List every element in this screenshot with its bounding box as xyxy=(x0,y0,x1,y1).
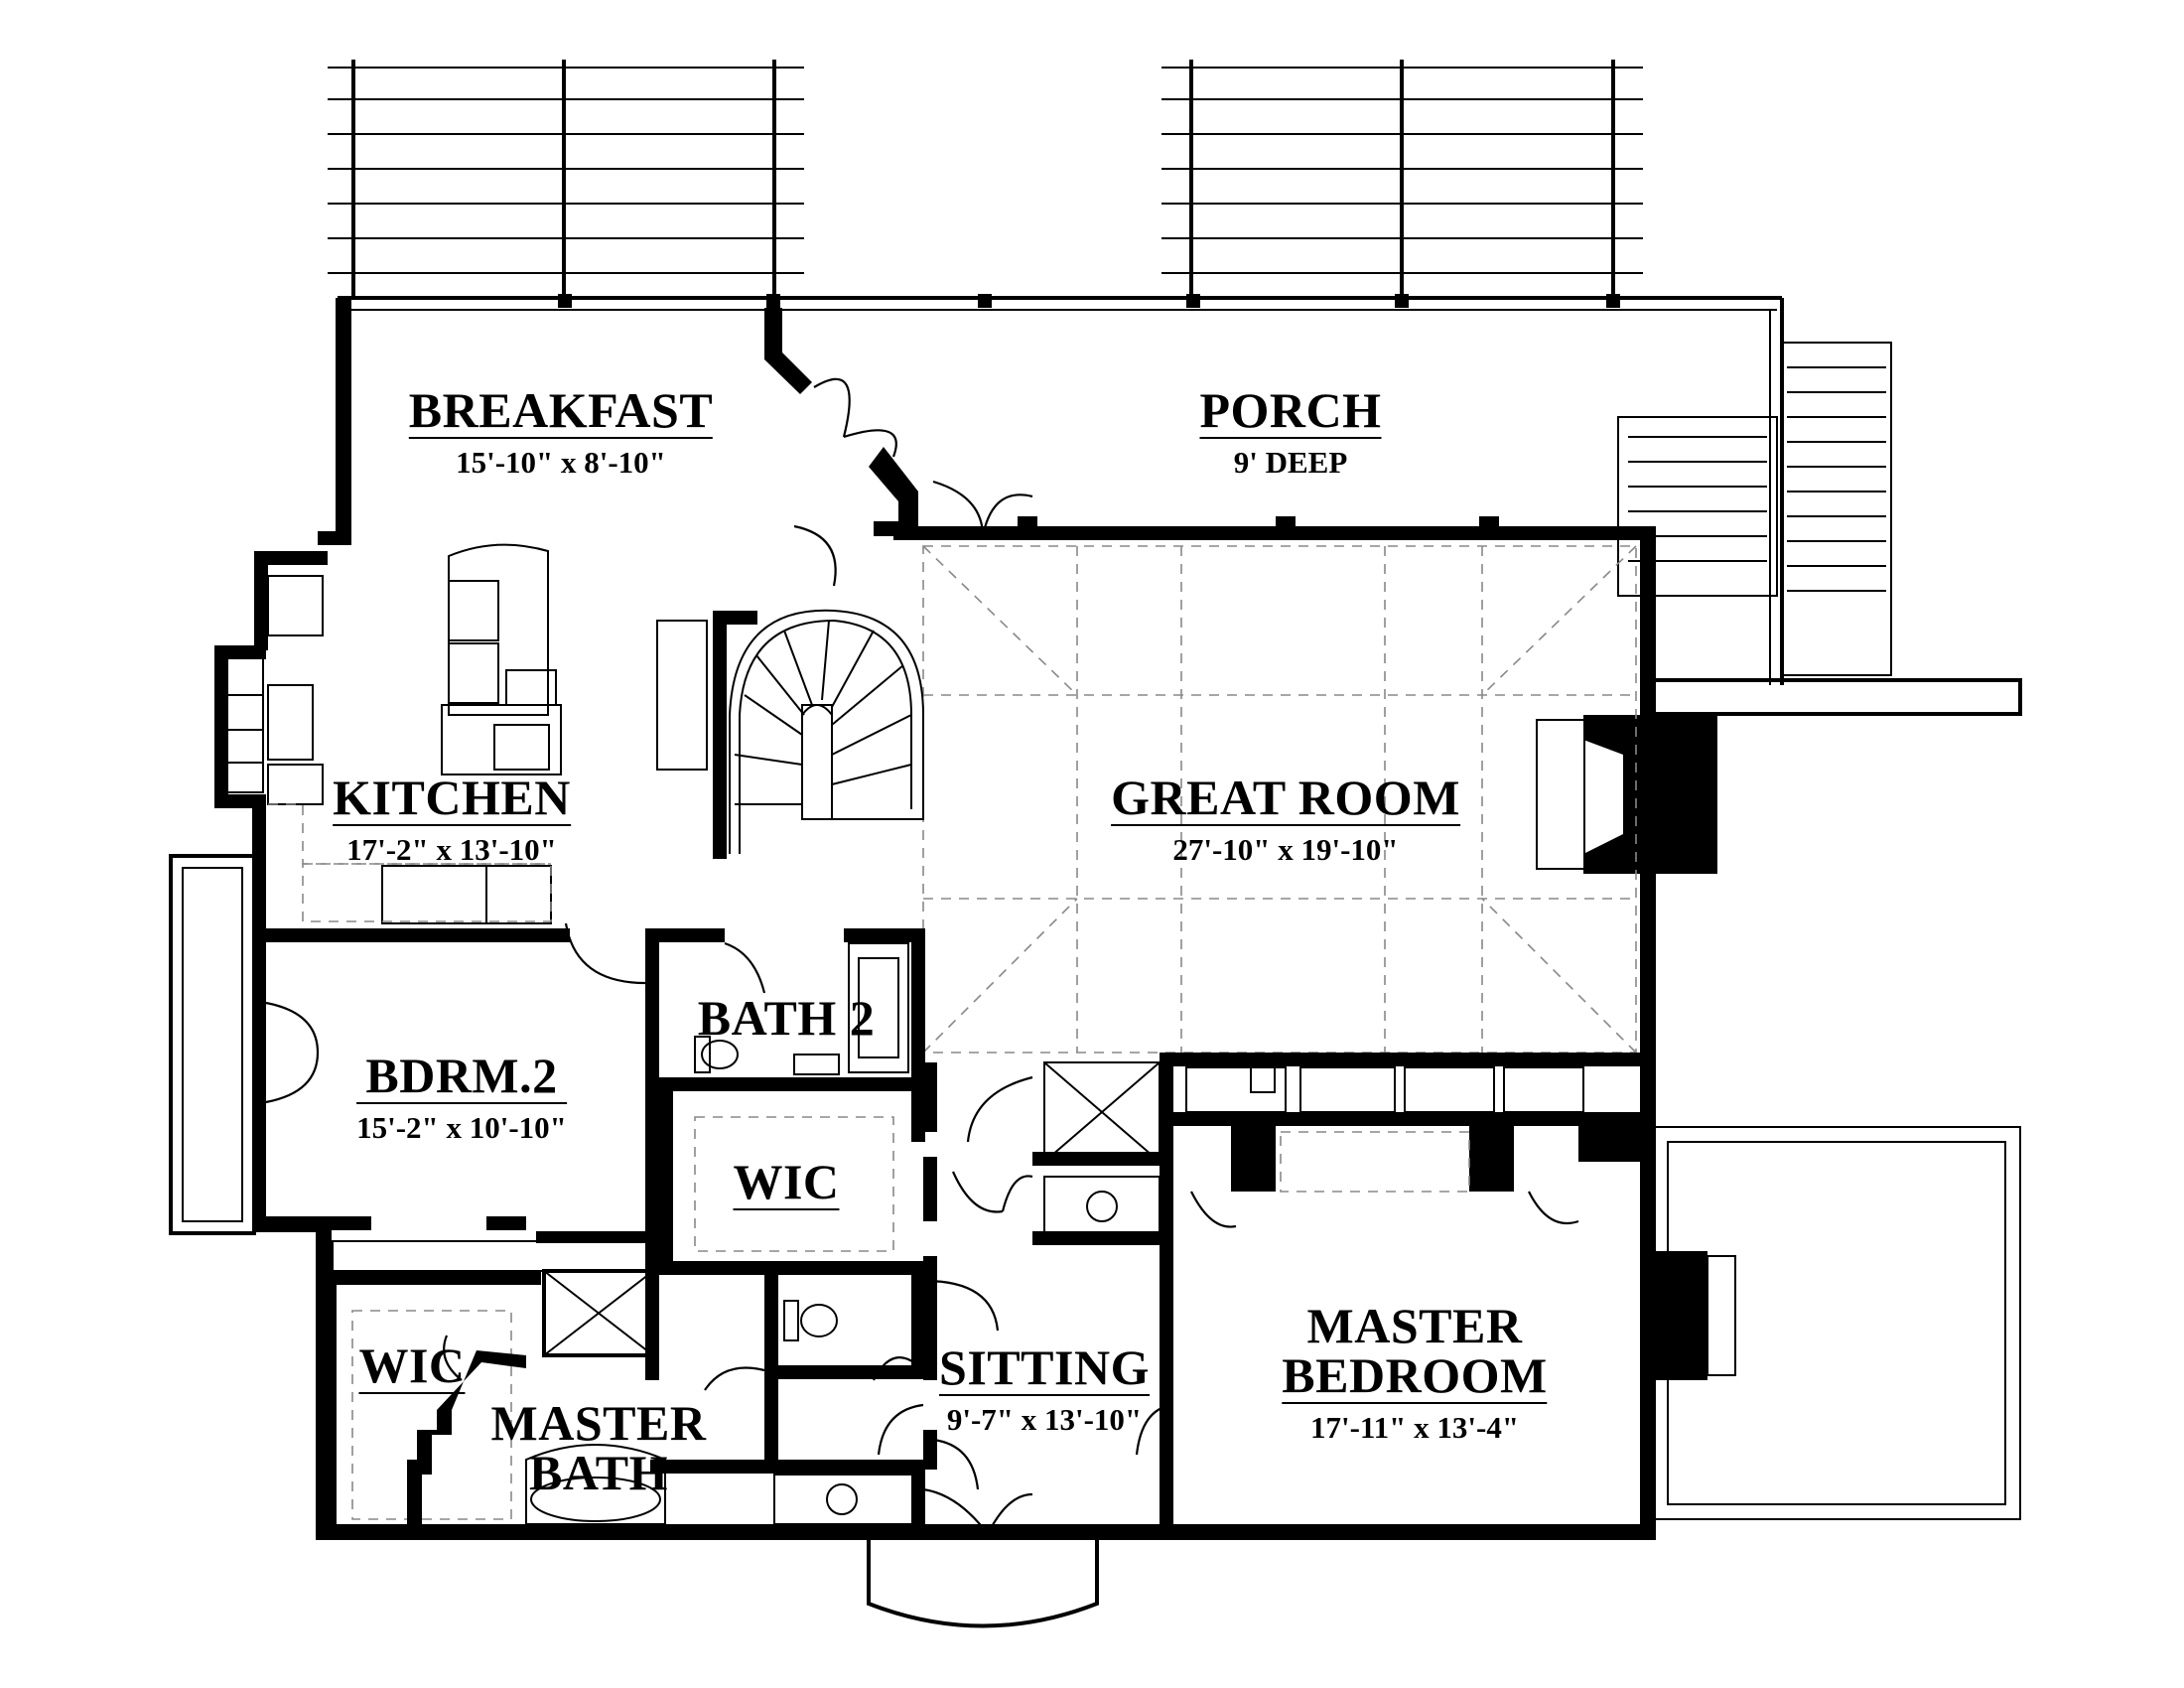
room-name: WIC xyxy=(733,1154,840,1210)
master-fireplace xyxy=(1640,1251,1736,1380)
room-name-line-2: BATH xyxy=(528,1445,668,1500)
room-dimensions: 15'-10" x 8'-10" xyxy=(456,445,666,480)
room-name-line-2: BEDROOM xyxy=(1282,1347,1548,1404)
porch-outline xyxy=(338,294,1784,685)
room-porch: PORCH 9' DEEP xyxy=(1199,382,1382,481)
kitchen-cabinets xyxy=(222,543,562,924)
room-name: KITCHEN xyxy=(333,770,571,826)
spiral-stair xyxy=(656,609,924,859)
room-master-bath: MASTER BATH xyxy=(491,1398,707,1497)
room-name: GREAT ROOM xyxy=(1111,770,1460,826)
room-wic-lower: WIC xyxy=(358,1337,466,1394)
room-dimensions: 9' DEEP xyxy=(1233,445,1348,480)
room-dimensions: 27'-10" x 19'-10" xyxy=(1172,832,1399,867)
room-dimensions: 9'-7" x 13'-10" xyxy=(946,1402,1143,1437)
room-bath-2: BATH 2 xyxy=(698,993,876,1043)
room-kitchen: KITCHEN 17'-2" x 13'-10" xyxy=(333,773,571,868)
porch-stairs xyxy=(1617,342,1892,676)
pergola-right xyxy=(1161,60,1643,298)
room-master-bedroom: MASTER BEDROOM 17'-11" x 13'-4" xyxy=(1282,1298,1548,1446)
room-great-room: GREAT ROOM 27'-10" x 19'-10" xyxy=(1111,773,1460,868)
room-wic-upper: WIC xyxy=(733,1154,840,1210)
room-name: BDRM.2 xyxy=(356,1051,567,1104)
interior-walls xyxy=(252,928,1656,1539)
room-bdrm-2: BDRM.2 15'-2" x 10'-10" xyxy=(356,1051,567,1146)
room-dimensions: 17'-2" x 13'-10" xyxy=(346,832,557,867)
room-name: MASTER xyxy=(1306,1298,1523,1353)
breakfast-corner xyxy=(764,308,918,536)
fireplace xyxy=(1536,715,1717,874)
room-dimensions: 17'-11" x 13'-4" xyxy=(1309,1410,1520,1445)
room-dimensions: 15'-2" x 10'-10" xyxy=(356,1110,567,1145)
room-breakfast: BREAKFAST 15'-10" x 8'-10" xyxy=(408,382,714,481)
room-name: WIC xyxy=(358,1337,466,1394)
windows xyxy=(341,318,1649,1530)
room-name: MASTER xyxy=(490,1395,707,1451)
room-name: BREAKFAST xyxy=(408,382,714,439)
room-name: BATH 2 xyxy=(697,990,876,1046)
room-name: SITTING xyxy=(939,1339,1150,1396)
door-swings xyxy=(265,377,1579,1628)
room-sitting: SITTING 9'-7" x 13'-10" xyxy=(939,1342,1150,1438)
pergola-left xyxy=(328,60,804,298)
room-name: PORCH xyxy=(1199,382,1382,439)
